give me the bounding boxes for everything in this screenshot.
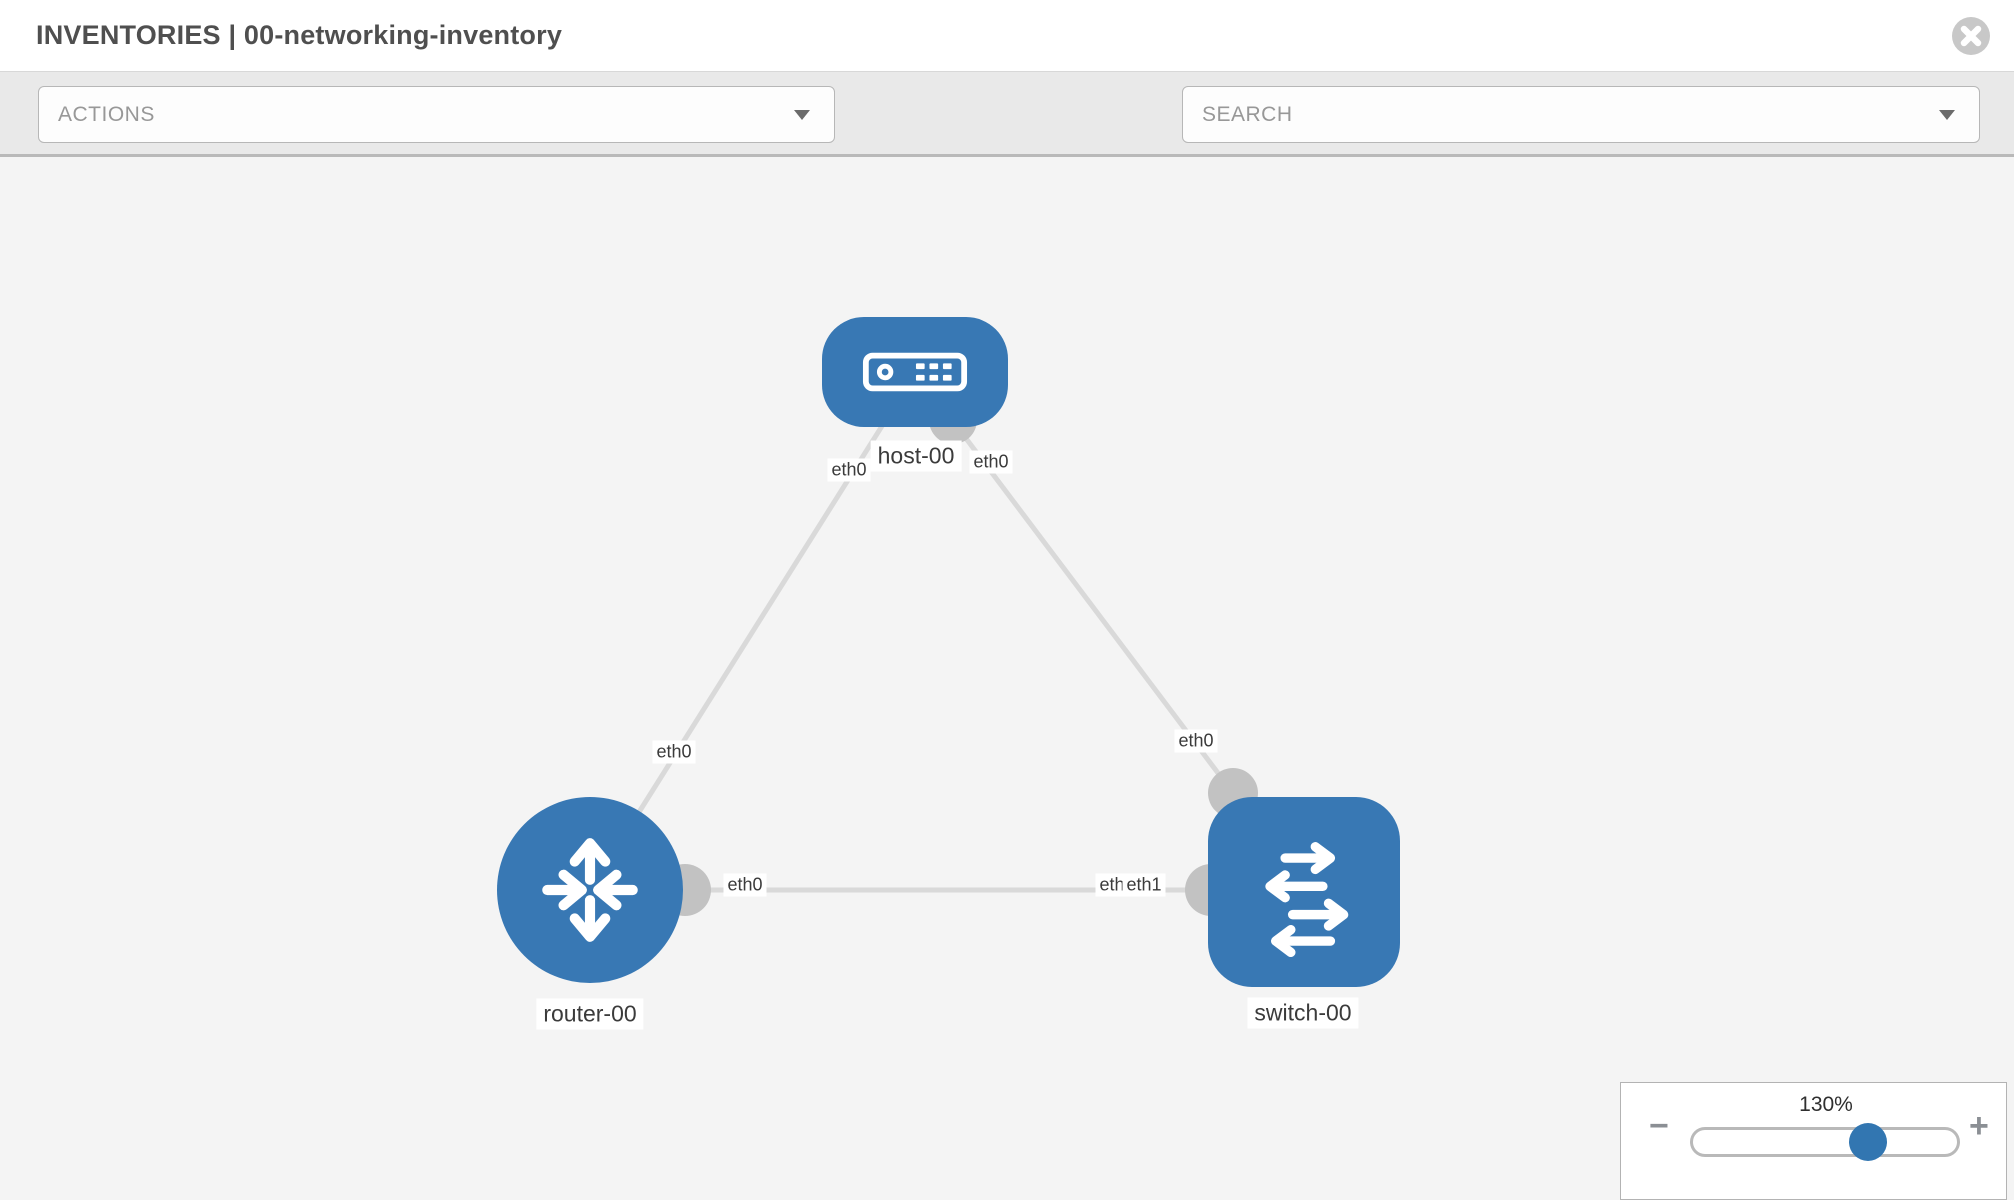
toolbar: ACTIONS SEARCH xyxy=(0,71,2014,206)
header: INVENTORIES | 00-networking-inventory xyxy=(0,0,2014,71)
switch-icon xyxy=(1265,842,1349,958)
topology-canvas[interactable]: host-00 router-00 switch-00 eth0 eth0 et… xyxy=(0,160,2014,1200)
zoom-out-button[interactable]: − xyxy=(1649,1107,1669,1145)
host-icon xyxy=(862,352,968,392)
zoom-in-button[interactable]: + xyxy=(1969,1107,1989,1145)
close-button[interactable] xyxy=(1952,17,1990,55)
interface-label-router-eth0-uplink: eth0 xyxy=(652,740,696,764)
link-host-router xyxy=(587,370,919,892)
chevron-down-icon xyxy=(794,109,810,120)
interface-label-host-right: eth0 xyxy=(969,450,1013,474)
link-host-switch xyxy=(914,370,1235,795)
search-dropdown-label: SEARCH xyxy=(1202,102,1293,126)
topology-graph xyxy=(587,370,1304,916)
interface-ports xyxy=(659,396,1258,916)
node-label-router-00: router-00 xyxy=(536,998,644,1030)
actions-dropdown[interactable]: ACTIONS xyxy=(38,86,835,143)
node-router-00[interactable] xyxy=(497,797,683,983)
zoom-panel: 130% − + xyxy=(1620,1082,2007,1200)
node-host-00[interactable] xyxy=(822,317,1008,427)
zoom-level: 130% xyxy=(1799,1093,1853,1116)
page-title: INVENTORIES | 00-networking-inventory xyxy=(36,20,563,50)
search-dropdown[interactable]: SEARCH xyxy=(1182,86,1980,143)
close-icon xyxy=(1960,25,1982,47)
interface-label-switch-eth0: eth0 xyxy=(1174,729,1218,753)
router-icon xyxy=(542,838,638,942)
node-label-host-00: host-00 xyxy=(870,440,962,472)
chevron-down-icon xyxy=(1939,109,1955,120)
zoom-slider-handle[interactable] xyxy=(1849,1123,1887,1161)
actions-dropdown-label: ACTIONS xyxy=(58,102,155,126)
interface-label-switch-eth1: eth1 xyxy=(1122,873,1166,897)
interface-label-router-eth0: eth0 xyxy=(723,873,767,897)
interface-label-host-left: eth0 xyxy=(827,458,871,482)
node-switch-00[interactable] xyxy=(1208,797,1400,987)
zoom-slider[interactable] xyxy=(1690,1123,1960,1161)
node-label-switch-00: switch-00 xyxy=(1247,997,1359,1029)
